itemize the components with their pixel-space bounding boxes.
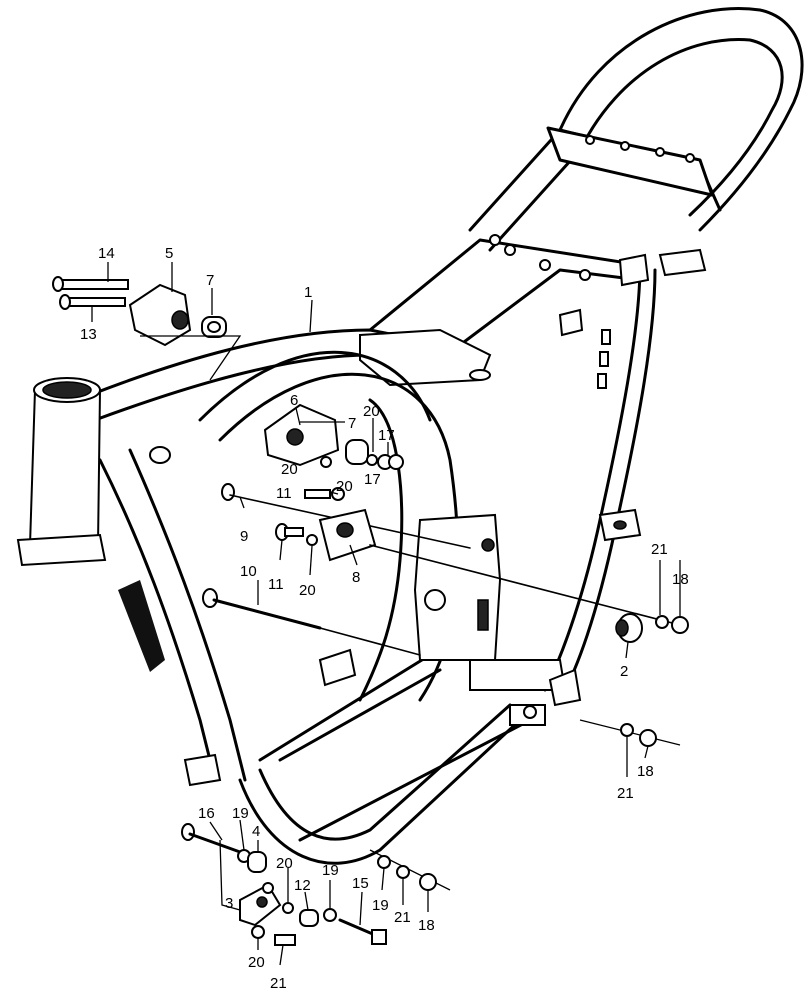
callout-3: 3: [225, 895, 233, 912]
nut-18-lower-right: [639, 729, 657, 747]
callout-11-upper: 11: [276, 485, 292, 502]
shaft-2: [369, 544, 681, 626]
callout-7-upper: 7: [206, 272, 214, 289]
washer-20-a: [366, 454, 378, 466]
callout-15: 15: [352, 875, 369, 892]
callout-16: 16: [198, 805, 215, 822]
bolt-21-bottom: [274, 934, 296, 946]
washer-19-mid: [323, 908, 337, 922]
bolt-16: [181, 823, 242, 854]
washer-21-right: [655, 615, 669, 629]
washer-20-bottom: [262, 882, 274, 894]
callout-18-bottom: 18: [418, 917, 435, 934]
nut-18-right: [671, 616, 689, 634]
callout-19-mid: 19: [322, 862, 339, 879]
callout-17-upper: 17: [378, 427, 395, 444]
callout-20-middle: 20: [336, 478, 353, 495]
callout-10: 10: [240, 563, 257, 580]
callout-19-left: 19: [232, 805, 249, 822]
frame-body: [88, 7, 804, 865]
callout-1: 1: [304, 284, 312, 301]
callout-21-lower-right: 21: [617, 785, 634, 802]
bush-4: [247, 851, 267, 873]
callout-18-right: 18: [672, 571, 689, 588]
bush-12: [299, 909, 319, 927]
nut-18-bottom: [419, 873, 437, 891]
callout-21-right: 21: [651, 541, 668, 558]
spacer-2: [615, 613, 643, 643]
callout-12: 12: [294, 877, 311, 894]
bracket-5: [128, 283, 192, 347]
bolt-11-lower: [275, 523, 318, 546]
callout-4: 4: [252, 823, 260, 840]
washer-20-mid: [282, 902, 294, 914]
washer-21-lower-right: [620, 723, 634, 737]
callout-leaders: [91, 262, 681, 966]
bolt-10: [202, 588, 421, 656]
washer-19-right: [377, 855, 391, 869]
callout-20-left: 20: [281, 461, 298, 478]
bush-7-upper: [201, 316, 227, 338]
bolt-13: [59, 294, 126, 310]
nut-17: [377, 454, 404, 470]
steering-head: [16, 377, 171, 567]
callout-9: 9: [240, 528, 248, 545]
callout-6: 6: [290, 392, 298, 409]
callout-20-bottom-mid: 20: [276, 855, 293, 872]
callout-19-right: 19: [372, 897, 389, 914]
callout-17-lower: 17: [364, 471, 381, 488]
washer-20-lower: [251, 925, 265, 939]
callout-7-middle: 7: [348, 415, 356, 432]
callout-11-lower: 11: [268, 576, 284, 593]
bush-7-middle: [345, 439, 369, 465]
washer-20-b: [320, 456, 332, 468]
callout-20-lower: 20: [299, 582, 316, 599]
callout-14: 14: [98, 245, 115, 262]
callout-labels: 1 2 3 4 5 6 7 7 8 9 10 11 11 12 13 14 15…: [80, 245, 689, 992]
callout-2: 2: [620, 663, 628, 680]
washer-21-bottom-right: [396, 865, 410, 879]
callout-20-top: 20: [363, 403, 380, 420]
callout-20-bottom-left: 20: [248, 954, 265, 971]
bolt-15: [338, 918, 387, 945]
callout-21-bottom: 21: [270, 975, 287, 992]
bolt-14: [52, 276, 129, 292]
callout-18-lower-right: 18: [637, 763, 654, 780]
bolt-11-upper: [304, 487, 345, 501]
callout-8: 8: [352, 569, 360, 586]
callout-21-bottom-right: 21: [394, 909, 411, 926]
callout-13: 13: [80, 326, 97, 343]
callout-5: 5: [165, 245, 173, 262]
